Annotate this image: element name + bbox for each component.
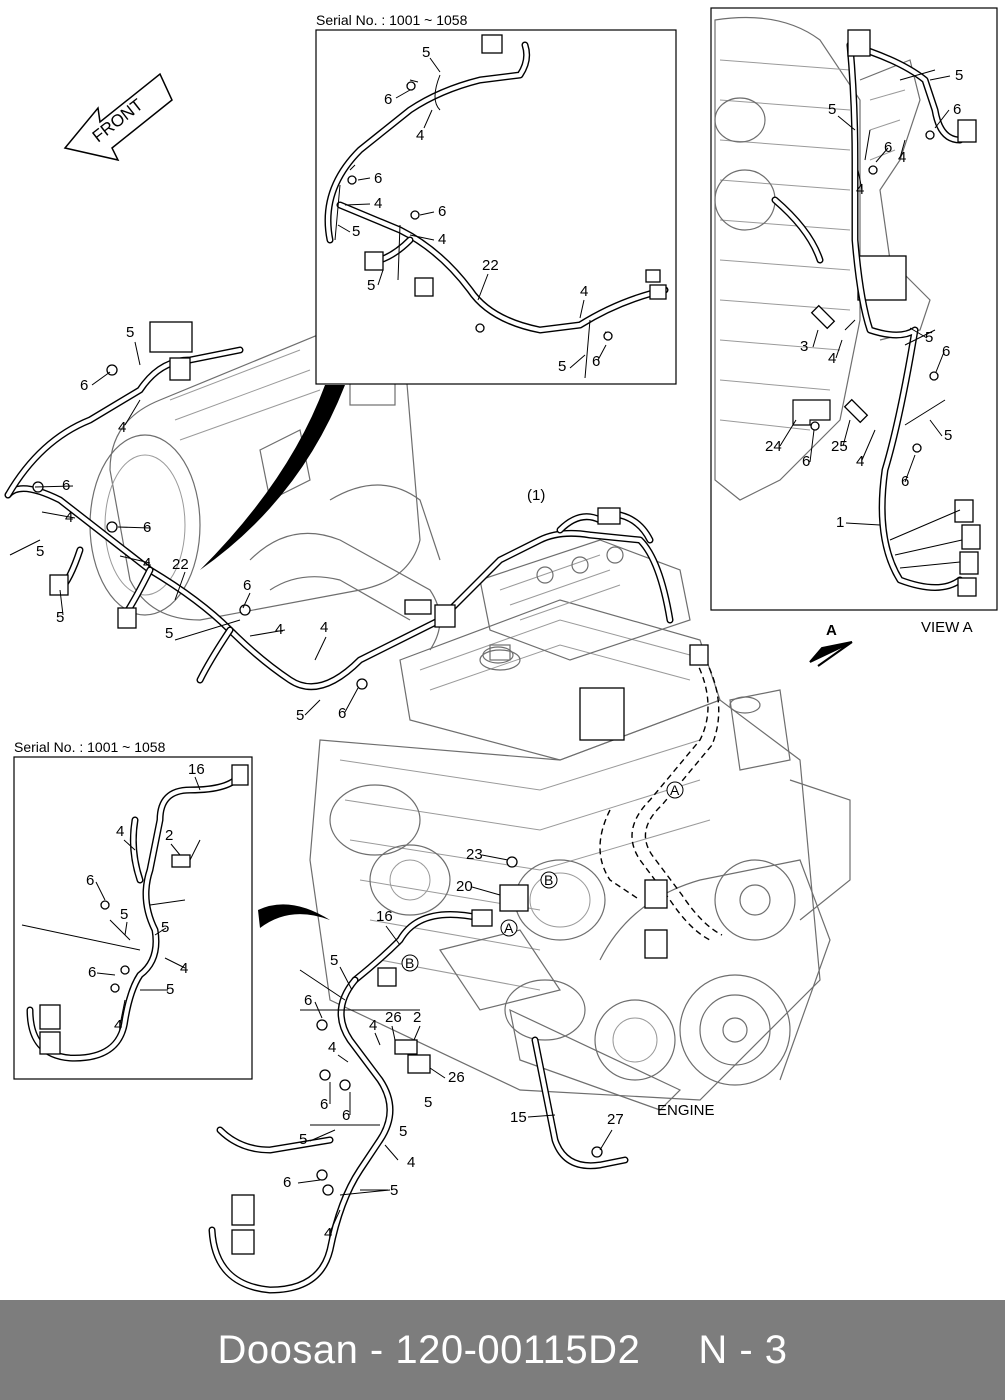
callout: 4 [369, 1017, 377, 1034]
callout: 25 [831, 438, 848, 455]
callout: 5 [165, 625, 173, 642]
callout: 5 [120, 906, 128, 923]
callout: 5 [367, 277, 375, 294]
callout: 1 [836, 514, 844, 531]
callout: 5 [299, 1131, 307, 1148]
callout: 4 [407, 1154, 415, 1171]
callout: 6 [320, 1096, 328, 1113]
ref-marker-a: A [504, 920, 514, 936]
callout: 4 [114, 1017, 122, 1034]
inset-top-title: Serial No. : 1001 ~ 1058 [316, 12, 468, 28]
callout: 4 [118, 419, 126, 436]
callout: 6 [374, 170, 382, 187]
callout: 5 [56, 609, 64, 626]
callout: 5 [330, 952, 338, 969]
callout: 6 [342, 1107, 350, 1124]
callout: 5 [166, 981, 174, 998]
part-number-caption: Doosan - 120-00115D2 N - 3 [217, 1327, 788, 1372]
callout: 5 [352, 223, 360, 240]
footer-bar: Doosan - 120-00115D2 N - 3 [0, 1300, 1005, 1400]
callout: 4 [143, 555, 151, 572]
parts-diagram: FRONT A 5 6 4 6 4 5 6 4 5 22 6 5 4 4 5 6… [4, 7, 998, 1294]
callout: 6 [884, 139, 892, 156]
callout: 26 [385, 1009, 402, 1026]
inset-left: Serial No. : 1001 ~ 1058 16 4 2 6 5 5 4 … [13, 739, 253, 1080]
inset-pointer-top [200, 385, 345, 570]
callout: 2 [165, 827, 173, 844]
main-callouts: 5 6 4 6 4 5 6 4 5 22 6 5 4 4 5 6 23 20 1… [34, 324, 715, 1242]
callout: 4 [898, 149, 906, 166]
callout: 23 [466, 846, 483, 863]
callout: 5 [390, 1182, 398, 1199]
callout: 24 [765, 438, 782, 455]
callout: 3 [800, 338, 808, 355]
callout: 6 [86, 872, 94, 889]
callout: 6 [80, 377, 88, 394]
callout: 4 [324, 1225, 332, 1242]
inset-pointer-left [258, 904, 330, 928]
callout: 22 [482, 257, 499, 274]
callout: 6 [802, 453, 810, 470]
inset-top: Serial No. : 1001 ~ 1058 5 6 4 6 4 5 6 4… [315, 12, 677, 385]
view-arrow-a-label: A [826, 622, 837, 639]
callout: 6 [88, 964, 96, 981]
callout: 15 [510, 1109, 527, 1126]
callout: 5 [126, 324, 134, 341]
callout: 4 [580, 283, 588, 300]
callout: 22 [172, 556, 189, 573]
callout: 4 [180, 960, 188, 977]
callout: 6 [304, 992, 312, 1009]
callout: 6 [62, 477, 70, 494]
callout: 5 [36, 543, 44, 560]
callout: 20 [456, 878, 473, 895]
callout: 4 [374, 195, 382, 212]
callout: 4 [65, 509, 73, 526]
callout: 6 [592, 353, 600, 370]
callout: 6 [384, 91, 392, 108]
inset-left-title: Serial No. : 1001 ~ 1058 [14, 739, 166, 755]
callout: 6 [283, 1174, 291, 1191]
callout: 16 [188, 761, 205, 778]
callout: 6 [338, 705, 346, 722]
callout: 4 [275, 621, 283, 638]
view-arrow-a: A [809, 622, 853, 667]
callout: 4 [416, 127, 424, 144]
callout: 6 [243, 577, 251, 594]
callout: 26 [448, 1069, 465, 1086]
callout: 2 [413, 1009, 421, 1026]
inset-view-a: 5 6 5 6 4 4 5 3 4 6 24 6 25 4 5 6 1 VIEW… [710, 7, 998, 636]
callout: 6 [942, 343, 950, 360]
callout: 5 [424, 1094, 432, 1111]
view-a-title: VIEW A [921, 619, 973, 636]
callout: 6 [953, 101, 961, 118]
engine-drawing [89, 327, 851, 1111]
front-arrow: FRONT [63, 72, 173, 162]
callout: 5 [399, 1123, 407, 1140]
callout: 5 [422, 44, 430, 61]
callout: 6 [438, 203, 446, 220]
ref-marker-b: B [405, 955, 414, 971]
callout: 5 [955, 67, 963, 84]
callout: 5 [296, 707, 304, 724]
ref-marker-b: B [544, 872, 553, 888]
callout: 4 [320, 619, 328, 636]
callout: 5 [925, 329, 933, 346]
callout: 5 [944, 427, 952, 444]
connectors [32, 321, 709, 1255]
callout: 4 [856, 453, 864, 470]
callout: 27 [607, 1111, 624, 1128]
callout: 4 [438, 231, 446, 248]
ref-marker-a: A [670, 782, 680, 798]
callout: 5 [558, 358, 566, 375]
assembly-label: (1) [527, 487, 545, 504]
callout: 5 [828, 101, 836, 118]
callout: 4 [116, 823, 124, 840]
callout: 4 [856, 181, 864, 198]
callout: 16 [376, 908, 393, 925]
engine-label: ENGINE [657, 1102, 715, 1119]
callout: 5 [161, 919, 169, 936]
callout: 4 [328, 1039, 336, 1056]
callout: 4 [828, 350, 836, 367]
